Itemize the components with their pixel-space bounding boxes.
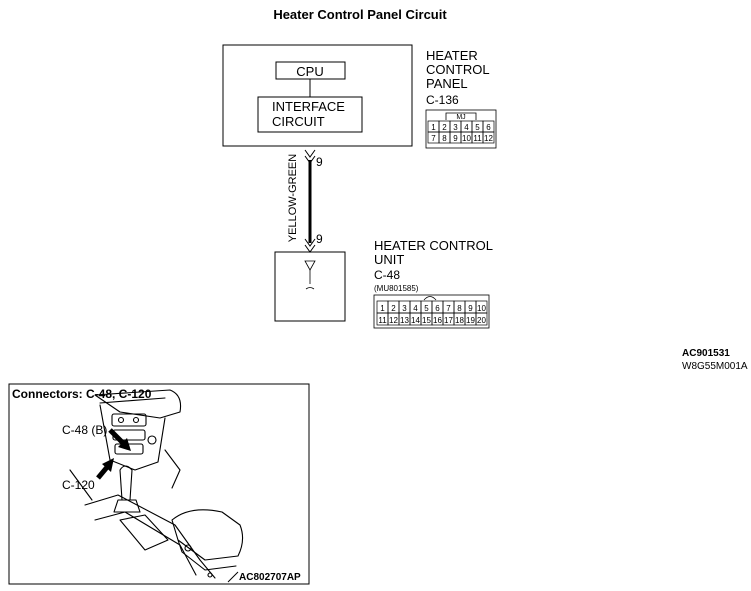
unit-connector-id: C-48 (374, 268, 400, 282)
pin-number: 8 (457, 304, 462, 313)
pin-number: 20 (477, 316, 486, 325)
diagram-code-2: W8G55M001A (682, 361, 748, 372)
pin-cell (475, 312, 488, 326)
interface-circuit-block: INTERFACE CIRCUIT (257, 96, 363, 133)
pin-number: 11 (378, 316, 387, 325)
pin-cell (482, 131, 495, 144)
pin-number: 10 (477, 304, 486, 313)
inset-title: Connectors: C-48, C-120 (12, 387, 152, 401)
pin-number: 3 (402, 304, 407, 313)
pin-number: 7 (431, 134, 436, 143)
panel-connector-name-line3: PANEL (426, 76, 468, 91)
heater-control-unit-box (274, 251, 346, 322)
pin-number: 6 (486, 123, 491, 132)
pin-number: 6 (435, 304, 440, 313)
panel-connector-tag: MJ (456, 114, 465, 121)
cpu-block: CPU (275, 61, 346, 80)
heater-control-panel-box: CPU INTERFACE CIRCUIT (222, 44, 413, 147)
callout-c120: C-120 (62, 478, 95, 492)
callout-arrow-c120 (96, 458, 114, 480)
wire-top-pin-number: 9 (316, 155, 323, 169)
pin-number: 19 (466, 316, 475, 325)
pin-number: 18 (455, 316, 464, 325)
pin-number: 2 (391, 304, 396, 313)
pin-number: 13 (400, 316, 409, 325)
unit-connector-name-line1: HEATER CONTROL (374, 238, 493, 253)
pin-number: 4 (464, 123, 469, 132)
pin-number: 17 (444, 316, 453, 325)
pin-number: 4 (413, 304, 418, 313)
pin-number: 8 (442, 134, 447, 143)
pin-number: 3 (453, 123, 458, 132)
panel-connector-id: C-136 (426, 93, 459, 107)
pin-number: 7 (446, 304, 451, 313)
interface-label-line1: INTERFACE (272, 99, 345, 114)
connector-location-inset: Connectors: C-48, C-120 (8, 383, 310, 585)
pin-number: 10 (462, 134, 471, 143)
pin-number: 12 (484, 134, 493, 143)
yellow-green-wire: 9 9 YELLOW-GREEN (287, 149, 323, 253)
pin-number: 12 (389, 316, 398, 325)
diagram-code-1: AC901531 (682, 348, 730, 359)
pin-number: 14 (411, 316, 420, 325)
pin-number: 11 (473, 134, 482, 143)
callout-arrow-c48 (108, 428, 131, 451)
unit-connector-part-number: (MU801585) (374, 284, 419, 293)
pin-number: 1 (431, 123, 436, 132)
vehicle-console-illustration (69, 389, 244, 579)
panel-connector-name-line2: CONTROL (426, 62, 490, 77)
pin-number: 16 (433, 316, 442, 325)
unit-connector-name-line2: UNIT (374, 252, 404, 267)
interface-label-line2: CIRCUIT (272, 114, 325, 129)
wire-bottom-pin-number: 9 (316, 232, 323, 246)
pin-number: 9 (453, 134, 458, 143)
cpu-label: CPU (296, 64, 323, 79)
panel-connector-name-line1: HEATER (426, 48, 478, 63)
pin-number: 9 (468, 304, 473, 313)
callout-c48: C-48 (B) (62, 423, 107, 437)
pin-number: 2 (442, 123, 447, 132)
pin-number: 15 (422, 316, 431, 325)
diagram-title: Heater Control Panel Circuit (273, 7, 447, 22)
pin-number: 5 (424, 304, 429, 313)
wire-color-label: YELLOW-GREEN (287, 154, 299, 242)
pin-number: 5 (475, 123, 480, 132)
inset-code: AC802707AP (239, 572, 301, 583)
pin-number: 1 (380, 304, 385, 313)
